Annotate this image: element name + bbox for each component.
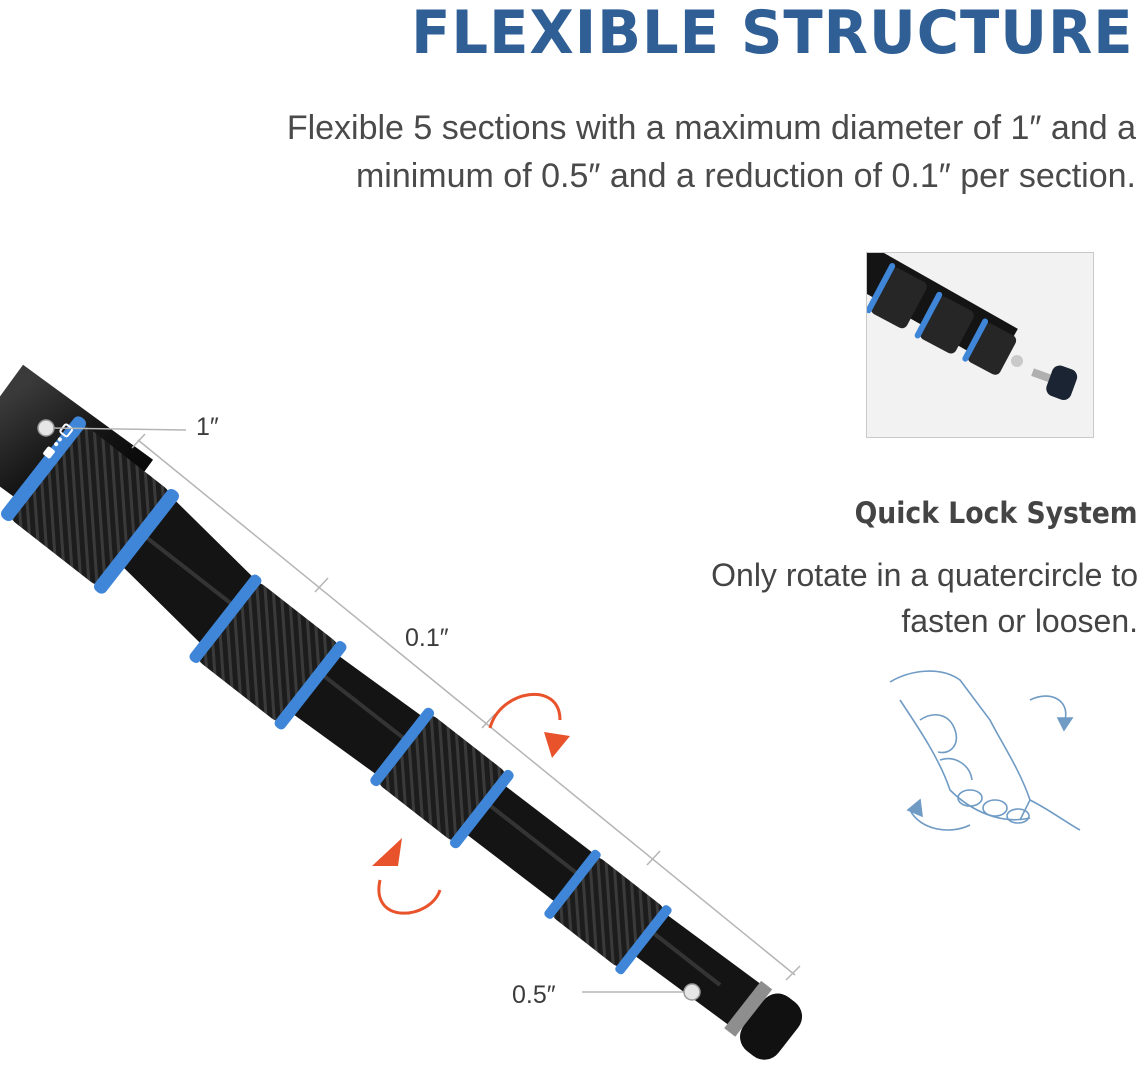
- section-reduction-label: 0.1″: [405, 624, 449, 652]
- dimension-marker-top: [37, 419, 55, 437]
- inset-pole-image: [867, 253, 1078, 400]
- dimension-marker-bottom: [683, 983, 701, 1001]
- feature-title: Quick Lock System: [855, 496, 1138, 530]
- page-title: FLEXIBLE STRUCTURE: [411, 0, 1134, 68]
- rotate-arrow-icon: [372, 838, 442, 915]
- inset-photo: [866, 252, 1094, 438]
- lock-ring-1: [1, 416, 179, 594]
- intro-line-2: minimum of 0.5″ and a reduction of 0.1″ …: [355, 157, 1136, 195]
- intro-text: Flexible 5 sections with a maximum diame…: [76, 104, 1136, 200]
- rotate-arrow-icon: [488, 692, 570, 758]
- lock-ring-2: [189, 574, 347, 730]
- feature-description: Only rotate in a quatercircle to fasten …: [578, 552, 1138, 644]
- rubber-foot: [724, 980, 803, 1060]
- min-diameter-label: 0.5″: [512, 981, 556, 1009]
- lock-ring-3: [370, 707, 514, 849]
- hand-rotate-illustration-icon: [889, 670, 1081, 831]
- lock-ring-4: [544, 849, 672, 975]
- feature-line-1: Only rotate in a quatercircle to: [711, 557, 1138, 593]
- intro-line-1: Flexible 5 sections with a maximum diame…: [286, 109, 1136, 147]
- max-diameter-label: 1″: [196, 413, 219, 441]
- feature-line-2: fasten or loosen.: [901, 603, 1138, 639]
- dimension-lines: [49, 427, 801, 993]
